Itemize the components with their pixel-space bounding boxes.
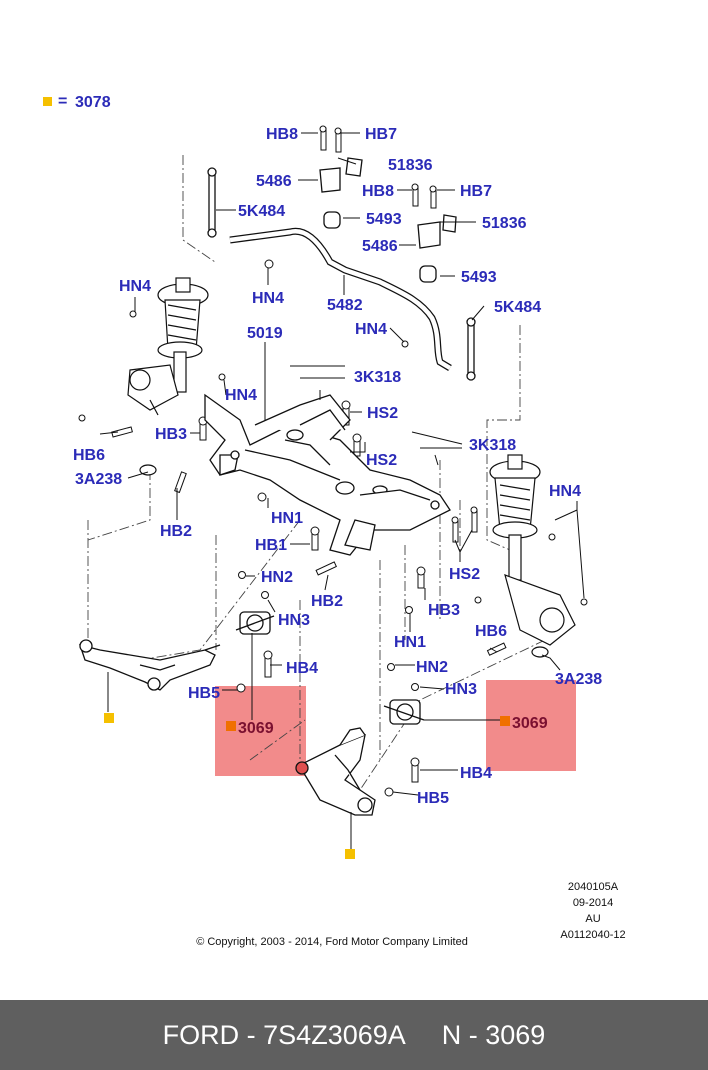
label-5482: 5482 xyxy=(327,297,363,314)
label-hn4-a: HN4 xyxy=(119,278,151,295)
label-hn2-a: HN2 xyxy=(261,569,293,586)
info-region: AU xyxy=(585,913,600,925)
label-hs2-a: HS2 xyxy=(367,405,398,422)
label-5019: 5019 xyxy=(247,325,283,342)
label-51836-a: 51836 xyxy=(388,157,433,174)
legend-marker xyxy=(43,97,52,106)
label-hs2-c: HS2 xyxy=(449,566,480,583)
label-hn1-a: HN1 xyxy=(271,510,303,527)
leader-lines xyxy=(99,132,585,850)
label-3a238-b: 3A238 xyxy=(555,671,602,688)
label-hb3-a: HB3 xyxy=(155,426,187,443)
label-hn4-e: HN4 xyxy=(549,483,581,500)
label-3069-b: 3069 xyxy=(512,715,548,732)
label-hn4-b: HN4 xyxy=(252,290,284,307)
label-hb5-b: HB5 xyxy=(417,790,449,807)
label-hb8-b: HB8 xyxy=(362,183,394,200)
label-5493-b: 5493 xyxy=(461,269,497,286)
marker-3069-left xyxy=(226,721,236,731)
label-hb1: HB1 xyxy=(255,537,287,554)
label-5k484-b: 5K484 xyxy=(494,299,541,316)
label-hn1-b: HN1 xyxy=(394,634,426,651)
label-hn4-c: HN4 xyxy=(355,321,387,338)
label-5486-b: 5486 xyxy=(362,238,398,255)
label-hb7-b: HB7 xyxy=(460,183,492,200)
subframe xyxy=(204,393,451,556)
info-date: 09-2014 xyxy=(573,897,613,909)
label-51836-b: 51836 xyxy=(482,215,527,232)
marker-3069-right xyxy=(500,716,510,726)
right-strut xyxy=(489,454,576,658)
label-hb3-b: HB3 xyxy=(428,602,460,619)
left-lower-arm xyxy=(79,611,275,691)
footer-bar: FORD - 7S4Z3069A N - 3069 xyxy=(0,1000,708,1070)
legend-text: 3078 xyxy=(75,94,111,111)
marker-3078-left xyxy=(104,713,114,723)
label-5493-a: 5493 xyxy=(366,211,402,228)
label-hb4-b: HB4 xyxy=(460,765,492,782)
right-lower-arm xyxy=(295,699,425,816)
label-3069-a: 3069 xyxy=(238,720,274,737)
label-hb8-a: HB8 xyxy=(266,126,298,143)
label-hb5-a: HB5 xyxy=(188,685,220,702)
footer-reference: N - 3069 xyxy=(441,1019,546,1050)
label-hn4-d: HN4 xyxy=(225,387,257,404)
marker-3078-right xyxy=(345,849,355,859)
label-3k318-b: 3K318 xyxy=(469,437,516,454)
copyright: © Copyright, 2003 - 2014, Ford Motor Com… xyxy=(196,936,468,948)
label-3a238-a: 3A238 xyxy=(75,471,122,488)
label-hs2-b: HS2 xyxy=(366,452,397,469)
label-hn3-b: HN3 xyxy=(445,681,477,698)
info-ref: A0112040-12 xyxy=(560,929,625,941)
legend-equals: = xyxy=(58,93,67,110)
label-hn3-a: HN3 xyxy=(278,612,310,629)
label-hb2-b: HB2 xyxy=(311,593,343,610)
label-3k318-a: 3K318 xyxy=(354,369,401,386)
left-strut xyxy=(127,277,209,476)
info-code: 2040105A xyxy=(568,881,619,893)
label-hb6-b: HB6 xyxy=(475,623,507,640)
part-labels: HB8 HB7 51836 5486 HB8 HB7 5K484 5493 51… xyxy=(73,126,602,807)
stabilizer-bar xyxy=(207,157,476,381)
label-5486-a: 5486 xyxy=(256,173,292,190)
label-hb7-a: HB7 xyxy=(365,126,397,143)
footer-part-number: FORD - 7S4Z3069A xyxy=(162,1019,406,1050)
label-hb6-a: HB6 xyxy=(73,447,105,464)
suspension-parts-diagram: = 3078 HB8 HB7 51836 5486 HB8 HB7 5K484 … xyxy=(43,93,626,948)
bolts xyxy=(78,125,588,797)
label-5k484-a: 5K484 xyxy=(238,203,285,220)
guide-lines xyxy=(87,155,546,791)
label-hb4-a: HB4 xyxy=(286,660,318,677)
label-hb2-a: HB2 xyxy=(160,523,192,540)
label-hn2-b: HN2 xyxy=(416,659,448,676)
